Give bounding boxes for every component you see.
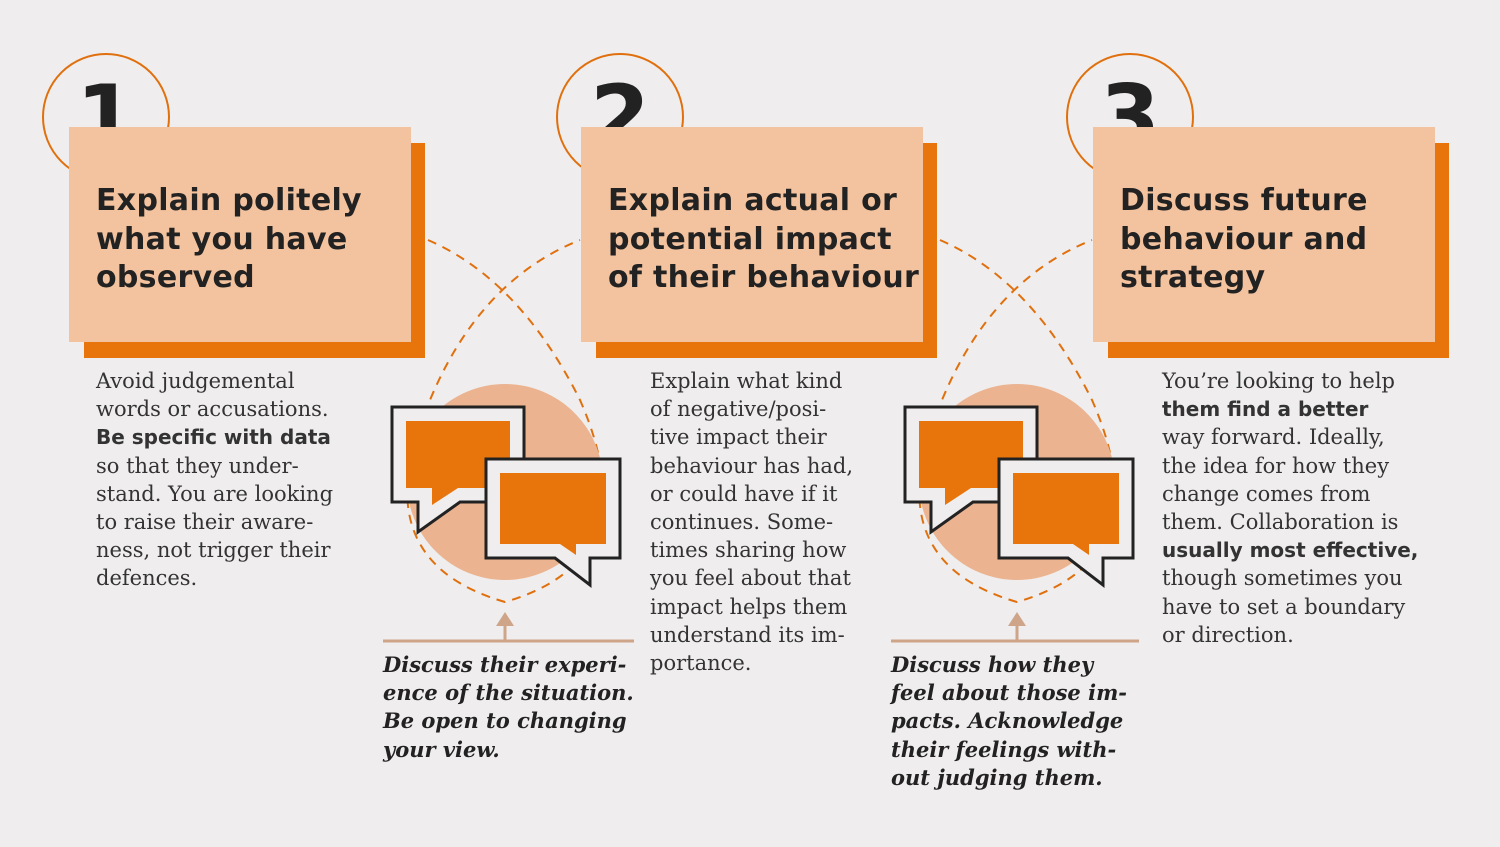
body-line: stand. You are looking xyxy=(96,481,334,506)
step-2-title: Explain actual or potential impact of th… xyxy=(608,182,919,298)
body-line: behaviour has had, xyxy=(650,453,854,478)
body-line: ness, not trigger their xyxy=(96,538,331,563)
caption-line: ence of the situation. xyxy=(383,680,634,706)
dialogue-1-caption: Discuss their experi- ence of the situat… xyxy=(383,651,634,764)
caption-line: their feelings with- xyxy=(891,736,1117,762)
step-2-title-line: Explain actual or xyxy=(608,183,898,218)
body-line: continues. Some- xyxy=(650,510,834,535)
body-line: to raise their aware- xyxy=(96,510,314,535)
body-line: change comes from xyxy=(1162,481,1371,506)
arrow-up-icon xyxy=(496,612,514,626)
body-line: way forward. Ideally, xyxy=(1162,425,1385,450)
body-line: Explain what kind xyxy=(650,369,843,393)
body-line: understand its im- xyxy=(650,622,845,647)
step-2-title-line: potential impact xyxy=(608,221,892,257)
dashed-loop-left xyxy=(406,239,604,604)
caption-line: your view. xyxy=(383,736,500,762)
arrow-up-icon xyxy=(1008,612,1026,626)
body-line-highlight: usually most effective, xyxy=(1162,538,1419,563)
body-line: impact helps them xyxy=(650,594,848,619)
body-line: of negative/posi- xyxy=(650,397,827,422)
dialogue-circle-right xyxy=(919,384,1115,580)
body-line: so that they under- xyxy=(96,453,299,478)
step-3-title: Discuss future behaviour and strategy xyxy=(1120,182,1368,298)
body-line: words or accusations. xyxy=(96,397,329,422)
body-line: have to set a boundary xyxy=(1162,594,1406,619)
caption-line: Discuss how they xyxy=(891,652,1094,677)
body-line: or direction. xyxy=(1162,622,1294,647)
dialogue-2-caption: Discuss how they feel about those im- pa… xyxy=(891,651,1127,792)
body-line-highlight: them find a better xyxy=(1162,397,1369,422)
step-3-description: You’re looking to help them find a bette… xyxy=(1162,367,1418,649)
step-3-title-line: Discuss future xyxy=(1120,183,1368,218)
step-3-title-line: strategy xyxy=(1120,260,1266,295)
body-line: them. Collaboration is xyxy=(1162,510,1399,535)
step-2-box xyxy=(581,127,923,342)
body-line: You’re looking to help xyxy=(1162,369,1395,393)
body-line: Avoid judgemental xyxy=(96,369,295,393)
step-1-box xyxy=(69,127,411,342)
caption-line: pacts. Acknowledge xyxy=(891,708,1124,734)
dashed-loop-right xyxy=(918,239,1116,604)
body-line: tive impact their xyxy=(650,425,827,450)
step-1-title-line: what you have xyxy=(96,221,348,257)
step-1-title-line: observed xyxy=(96,260,255,295)
step-2-description: Explain what kind of negative/posi- tive… xyxy=(650,367,853,677)
body-line: though sometimes you xyxy=(1162,566,1403,591)
caption-line: Be open to changing xyxy=(383,708,627,734)
dialogue-circle-left xyxy=(407,384,603,580)
body-line: the idea for how they xyxy=(1162,453,1390,478)
caption-line: feel about those im- xyxy=(891,680,1128,706)
caption-line: out judging them. xyxy=(891,764,1103,790)
caption-line: Discuss their experi- xyxy=(383,652,627,677)
step-1-title: Explain politely what you have observed xyxy=(96,182,362,298)
step-3-title-line: behaviour and xyxy=(1120,221,1368,257)
step-1-title-line: Explain politely xyxy=(96,183,362,218)
body-line: or could have if it xyxy=(650,481,838,506)
body-line: defences. xyxy=(96,566,198,591)
step-1-description: Avoid judgemental words or accusations. … xyxy=(96,367,333,593)
body-line-highlight: Be specific with data xyxy=(96,425,331,450)
step-2-title-line: of their behaviour xyxy=(608,260,920,295)
body-line: portance. xyxy=(650,651,752,676)
step-3-box xyxy=(1093,127,1435,342)
body-line: you feel about that xyxy=(650,566,851,591)
body-line: times sharing how xyxy=(650,538,847,563)
